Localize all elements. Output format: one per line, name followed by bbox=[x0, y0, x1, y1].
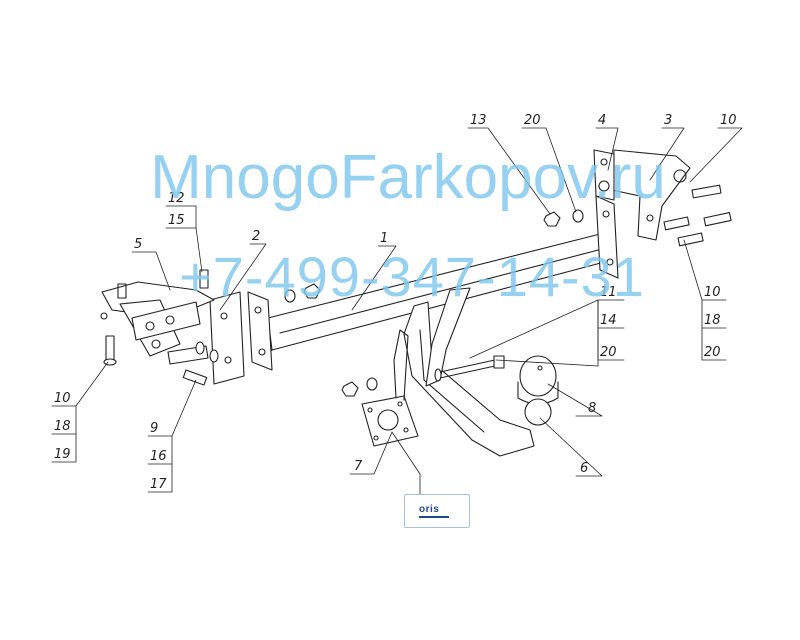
callout-2: 2 bbox=[252, 229, 260, 244]
callout-17: 17 bbox=[150, 477, 167, 492]
callout-20-top: 20 bbox=[524, 113, 541, 128]
tow-ball-arm-6 bbox=[403, 287, 535, 457]
callout-1: 1 bbox=[380, 231, 388, 246]
callout-10-top: 10 bbox=[720, 113, 737, 128]
bolt-10-right bbox=[663, 184, 732, 247]
callout-3: 3 bbox=[664, 113, 672, 128]
callout-10-right: 10 bbox=[704, 285, 721, 300]
left-bracket-2 bbox=[209, 291, 245, 385]
callout-20-right: 20 bbox=[704, 345, 721, 360]
callout-10-left: 10 bbox=[54, 391, 71, 406]
nut-13 bbox=[543, 211, 561, 227]
callout-19: 19 bbox=[54, 447, 71, 462]
callout-13: 13 bbox=[470, 113, 487, 128]
callout-16: 16 bbox=[150, 449, 167, 464]
callout-8: 8 bbox=[588, 401, 596, 416]
left-bracket-5 bbox=[100, 281, 215, 365]
callout-4: 4 bbox=[598, 113, 606, 128]
right-end-plate bbox=[595, 195, 619, 279]
callout-9: 9 bbox=[150, 421, 158, 436]
bolt-11 bbox=[434, 355, 505, 382]
callout-labels: 13 20 4 3 10 12 15 5 2 1 11 14 20 10 18 … bbox=[54, 113, 737, 492]
right-bracket-4 bbox=[593, 149, 615, 201]
left-end-plate bbox=[247, 291, 273, 371]
callout-20-mid: 20 bbox=[600, 345, 617, 360]
leader-lines bbox=[51, 127, 743, 495]
callout-5: 5 bbox=[134, 237, 142, 252]
callout-12: 12 bbox=[168, 191, 185, 206]
tow-ball-8 bbox=[517, 355, 559, 426]
logo-text: oris bbox=[419, 504, 440, 515]
washer-20 bbox=[572, 209, 584, 223]
callout-18-left: 18 bbox=[54, 419, 71, 434]
logo-underline bbox=[419, 516, 449, 518]
callout-7: 7 bbox=[354, 459, 363, 474]
callout-11: 11 bbox=[600, 285, 617, 300]
socket-plate-7 bbox=[361, 329, 419, 447]
bolt-12 bbox=[199, 269, 209, 289]
right-bracket-3 bbox=[611, 149, 691, 241]
bolt-10-left bbox=[103, 335, 117, 366]
brand-logo: oris bbox=[404, 494, 470, 528]
bolt-9 bbox=[182, 369, 208, 386]
callout-18-right: 18 bbox=[704, 313, 721, 328]
callout-14: 14 bbox=[600, 313, 617, 328]
callout-15: 15 bbox=[168, 213, 185, 228]
nuts-left bbox=[195, 283, 378, 397]
callout-6: 6 bbox=[580, 461, 588, 476]
